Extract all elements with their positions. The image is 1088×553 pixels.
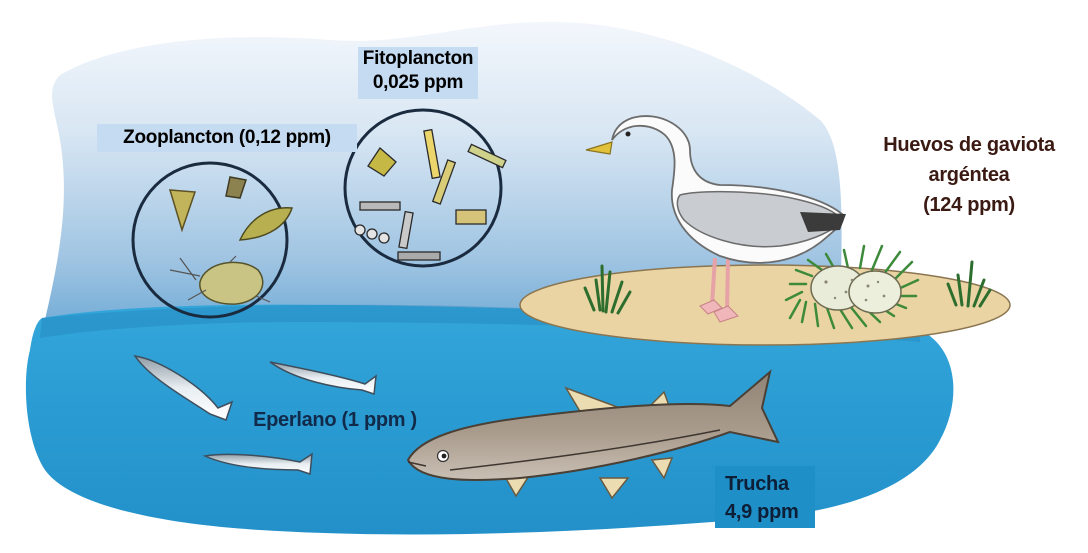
label-fitoplancton-value: 0,025 ppm [358,71,478,95]
label-zooplancton: Zooplancton (0,12 ppm) [97,124,357,152]
label-fitoplancton-name: Fitoplancton [358,47,478,71]
label-huevos: Huevos de gaviota argéntea (124 ppm) [858,130,1080,220]
label-trucha-name: Trucha [725,470,815,498]
label-huevos-line-1: Huevos de gaviota [858,130,1080,160]
label-huevos-line-3: (124 ppm) [858,190,1080,220]
label-trucha: Trucha 4,9 ppm [715,466,815,528]
egg-right [849,271,901,313]
label-huevos-line-2: argéntea [858,160,1080,190]
label-fitoplancton: Fitoplancton 0,025 ppm [358,47,478,99]
label-trucha-value: 4,9 ppm [725,498,815,526]
label-eperlano: Eperlano (1 ppm ) [230,408,440,432]
